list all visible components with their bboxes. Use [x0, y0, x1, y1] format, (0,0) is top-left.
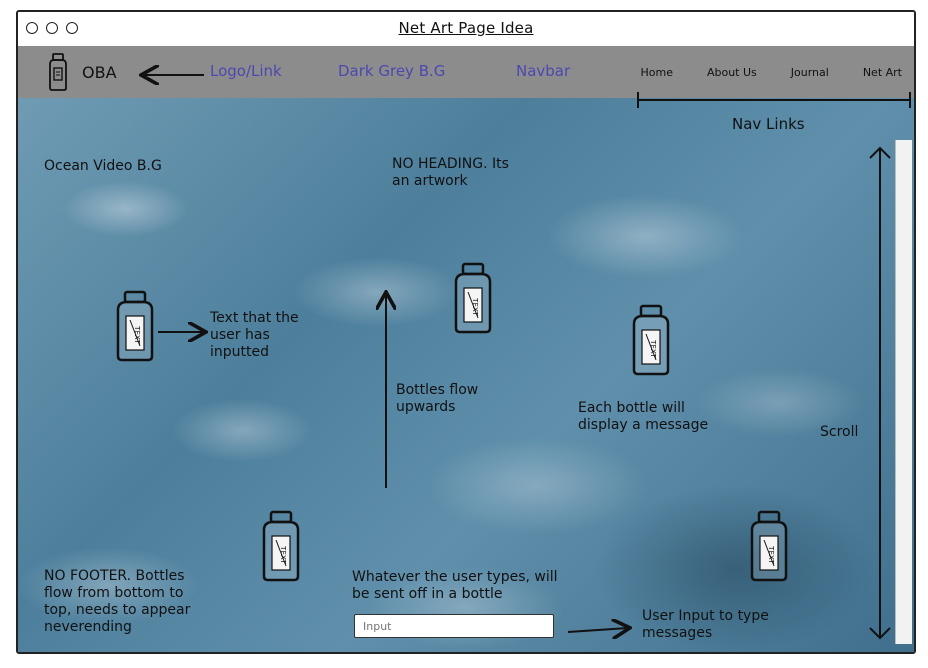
bottle-icon: TEXT: [262, 510, 300, 582]
window-minimize-dot[interactable]: [46, 22, 58, 34]
bottle-icon: TEXT: [750, 510, 788, 582]
window-maximize-dot[interactable]: [66, 22, 78, 34]
bottle-text: TEXT: [649, 339, 657, 358]
browser-window: Net Art Page Idea OBA Logo/Link Dark Gre…: [16, 10, 916, 654]
message-input[interactable]: [354, 614, 554, 638]
scrollbar[interactable]: [895, 140, 912, 644]
nav-links: Home About Us Journal Net Art: [640, 66, 902, 79]
bottle-icon: TEXT: [454, 262, 492, 334]
dark-grey-bg-annotation: Dark Grey B.G: [338, 62, 446, 80]
bottles-flow-annotation: Bottles flow upwards: [396, 382, 479, 415]
nav-link-net-art[interactable]: Net Art: [862, 66, 902, 79]
bottle-text: TEXT: [767, 545, 775, 564]
bottle-icon: TEXT: [632, 304, 670, 376]
window-close-dot[interactable]: [26, 22, 38, 34]
window-title: Net Art Page Idea: [398, 19, 534, 37]
message-bottle: TEXT: [744, 510, 794, 586]
message-bottle: TEXT: [110, 290, 160, 366]
annotation-arrows: [18, 12, 911, 640]
message-bottle: TEXT: [626, 304, 676, 380]
user-types-annotation: Whatever the user types, will be sent of…: [352, 569, 558, 602]
each-bottle-annotation: Each bottle will display a message: [578, 400, 709, 433]
user-text-annotation: Text that the user has inputted: [210, 310, 299, 360]
bottle-logo-icon: [49, 53, 67, 91]
no-footer-annotation: NO FOOTER. Bottles flow from bottom to t…: [44, 568, 191, 635]
message-bottle: TEXT: [448, 262, 498, 338]
nav-link-home[interactable]: Home: [640, 66, 673, 79]
bottle-text: TEXT: [471, 297, 479, 316]
brand-link[interactable]: OBA: [44, 52, 117, 92]
nav-links-annotation: Nav Links: [732, 115, 805, 133]
bottle-text: TEXT: [279, 545, 287, 564]
logo-link-annotation: Logo/Link: [210, 62, 282, 80]
bottle-icon: TEXT: [116, 290, 154, 362]
navbar-annotation: Navbar: [516, 62, 571, 80]
bottle-text: TEXT: [133, 325, 141, 344]
navbar: OBA Logo/Link Dark Grey B.G Navbar Home …: [18, 46, 914, 100]
scroll-annotation: Scroll: [820, 424, 859, 440]
no-heading-annotation: NO HEADING. Its an artwork: [392, 156, 509, 189]
window-controls: [26, 22, 78, 34]
nav-link-about-us[interactable]: About Us: [706, 66, 757, 79]
user-input-annotation: User Input to type messages: [642, 608, 769, 641]
nav-link-journal[interactable]: Journal: [790, 66, 829, 79]
message-bottle: TEXT: [256, 510, 306, 586]
brand-name: OBA: [82, 62, 117, 82]
ocean-bg-annotation: Ocean Video B.G: [44, 158, 162, 174]
